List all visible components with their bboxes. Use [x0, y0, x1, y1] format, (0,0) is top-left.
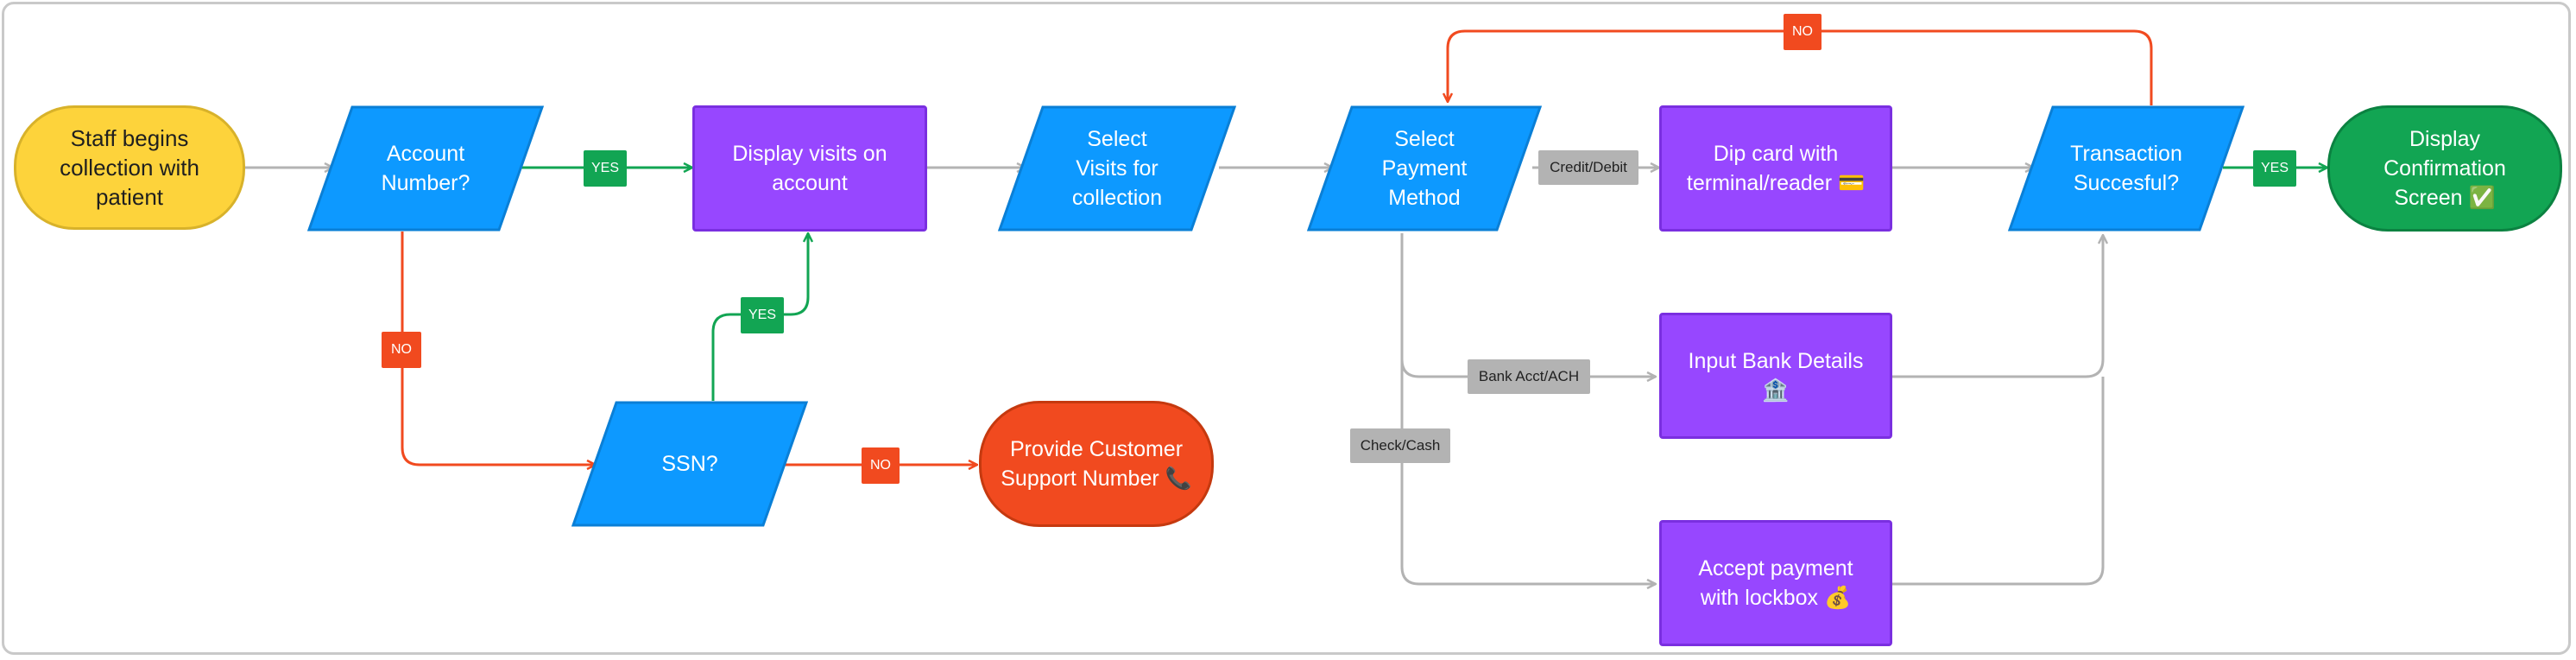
- yes-label-transaction: YES: [2253, 150, 2296, 187]
- confirmation-label: Display Confirmation Screen ✅: [2383, 127, 2506, 210]
- transaction-decision[interactable]: Transaction Succesful?: [2008, 105, 2245, 232]
- select-payment-label: Select Payment Method: [1381, 127, 1468, 210]
- transaction-label: Transaction Succesful?: [2070, 142, 2182, 195]
- confirmation-node[interactable]: Display Confirmation Screen ✅: [2327, 105, 2562, 232]
- edge-account-no: [401, 232, 596, 465]
- display-visits-node[interactable]: Display visits on account: [692, 105, 927, 232]
- display-visits-label: Display visits on account: [732, 142, 887, 195]
- ssn-label: SSN?: [661, 452, 718, 476]
- yes-label-ssn: YES: [741, 297, 784, 333]
- bank-ach-label: Bank Acct/ACH: [1468, 359, 1590, 394]
- yes-label-account: YES: [584, 150, 627, 187]
- no-label-account: NO: [382, 332, 421, 368]
- edge-lockbox-to-transaction: [1892, 377, 2105, 586]
- start-node[interactable]: Staff begins collection with patient: [14, 105, 245, 230]
- bank-details-node[interactable]: Input Bank Details 🏦: [1659, 313, 1892, 439]
- bank-details-label: Input Bank Details 🏦: [1688, 349, 1864, 403]
- account-number-decision[interactable]: Account Number?: [307, 105, 544, 232]
- parallelogram-shape: [307, 105, 544, 232]
- support-node[interactable]: Provide Customer Support Number 📞: [979, 401, 1214, 527]
- support-label: Provide Customer Support Number 📞: [1001, 437, 1192, 491]
- dip-card-node[interactable]: Dip card with terminal/reader 💳: [1659, 105, 1892, 232]
- select-visits-label: Select Visits for collection: [1071, 127, 1163, 210]
- parallelogram-shape: [2008, 105, 2245, 232]
- credit-debit-label: Credit/Debit: [1538, 150, 1638, 185]
- edge-payment-check: [1400, 359, 1656, 584]
- dip-card-label: Dip card with terminal/reader 💳: [1686, 142, 1866, 195]
- no-label-ssn: NO: [862, 447, 900, 484]
- edge-payment-bank: [1400, 233, 1656, 377]
- no-label-transaction: NO: [1784, 14, 1822, 50]
- account-number-label: Account Number?: [381, 142, 470, 195]
- lockbox-label: Accept payment with lockbox 💰: [1698, 556, 1853, 610]
- parallelogram-shape: [571, 401, 808, 527]
- parallelogram-shape: [998, 105, 1236, 232]
- check-cash-label: Check/Cash: [1350, 428, 1450, 463]
- select-visits-node[interactable]: Select Visits for collection: [998, 105, 1236, 232]
- lockbox-node[interactable]: Accept payment with lockbox 💰: [1659, 520, 1892, 646]
- start-node-label: Staff begins collection with patient: [60, 125, 199, 210]
- ssn-decision[interactable]: SSN?: [571, 401, 808, 527]
- select-payment-node[interactable]: Select Payment Method: [1307, 105, 1542, 232]
- parallelogram-shape: [1307, 105, 1542, 232]
- edge-bank-to-transaction: [1892, 235, 2103, 378]
